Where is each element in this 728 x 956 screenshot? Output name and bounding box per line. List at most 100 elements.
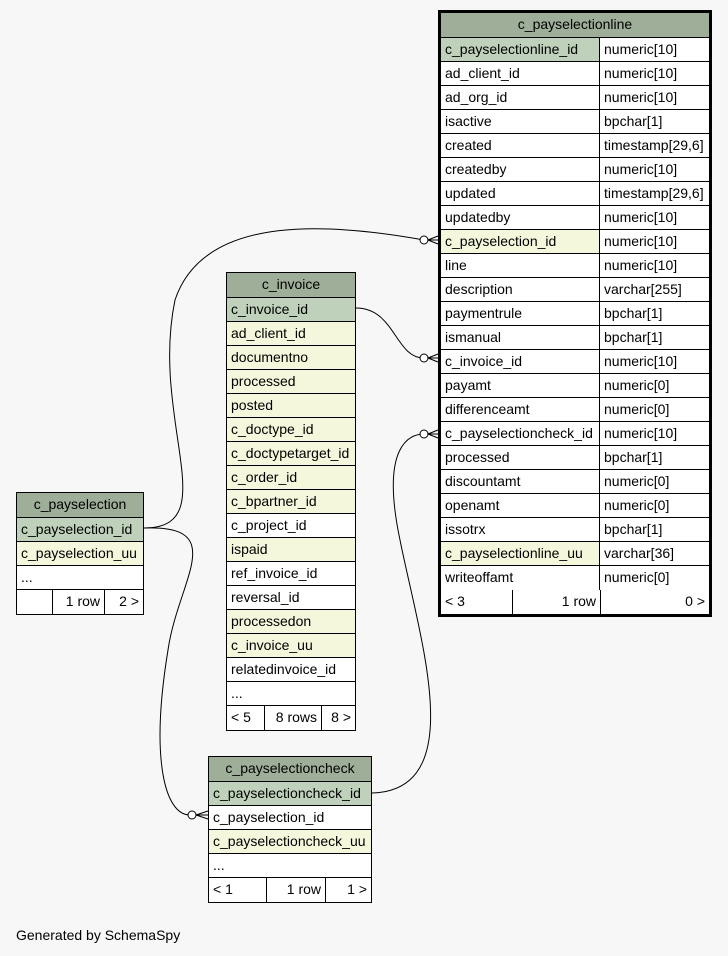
- column-row[interactable]: processed: [227, 370, 355, 394]
- column-row[interactable]: ...: [17, 566, 143, 590]
- column-name: discountamt: [445, 473, 521, 489]
- column-type: numeric[10]: [599, 350, 709, 373]
- column-row[interactable]: posted: [227, 394, 355, 418]
- column-name: c_payselectioncheck_uu: [213, 833, 366, 849]
- edge-end-circle: [187, 810, 197, 820]
- column-row[interactable]: c_doctype_id: [227, 418, 355, 442]
- column-row[interactable]: c_bpartner_id: [227, 490, 355, 514]
- column-row[interactable]: c_project_id: [227, 514, 355, 538]
- column-name: issotrx: [445, 521, 486, 537]
- column-type: numeric[10]: [599, 230, 709, 253]
- parents-count[interactable]: [17, 590, 53, 614]
- column-row[interactable]: processedon: [227, 610, 355, 634]
- column-name: c_invoice_id: [445, 353, 523, 369]
- column-name: reversal_id: [231, 589, 300, 605]
- column-name: differenceamt: [445, 401, 530, 417]
- column-row[interactable]: c_payselection_id: [17, 518, 143, 542]
- column-row[interactable]: discountamt numeric[0]: [441, 470, 709, 494]
- parents-count[interactable]: < 1: [209, 878, 267, 902]
- column-row[interactable]: ...: [227, 682, 355, 706]
- column-name: created: [445, 137, 492, 153]
- row-count: 1 row: [53, 590, 105, 614]
- column-row[interactable]: ispaid: [227, 538, 355, 562]
- table-c_invoice[interactable]: c_invoice c_invoice_id ad_client_id docu…: [226, 272, 356, 731]
- column-row[interactable]: ad_client_id numeric[10]: [441, 62, 709, 86]
- children-count[interactable]: 0 >: [685, 593, 705, 609]
- table-title[interactable]: c_payselectioncheck: [209, 757, 371, 782]
- column-row[interactable]: relatedinvoice_id: [227, 658, 355, 682]
- column-type: numeric[10]: [599, 86, 709, 109]
- column-name: c_payselectionline_uu: [445, 545, 583, 561]
- table-c_payselection[interactable]: c_payselection c_payselection_id c_payse…: [16, 492, 144, 615]
- column-type: varchar[255]: [599, 278, 709, 301]
- column-row[interactable]: c_payselectioncheck_uu: [209, 830, 371, 854]
- table-c_payselectioncheck[interactable]: c_payselectioncheck c_payselectioncheck_…: [208, 756, 372, 903]
- edge-payselectioncheck-to-payselectionline: [371, 433, 432, 794]
- edge-invoice-to-payselectionline: [355, 307, 425, 359]
- column-name: ...: [213, 857, 225, 873]
- column-name: isactive: [445, 113, 492, 129]
- column-name: ...: [21, 569, 33, 585]
- column-name: writeoffamt: [445, 569, 514, 585]
- column-row[interactable]: c_payselection_id: [209, 806, 371, 830]
- table-footer: < 5 8 rows 8 >: [227, 706, 355, 730]
- column-row[interactable]: ref_invoice_id: [227, 562, 355, 586]
- column-row[interactable]: c_invoice_id numeric[10]: [441, 350, 709, 374]
- table-title[interactable]: c_payselectionline: [441, 13, 709, 38]
- children-count[interactable]: 1 >: [347, 881, 367, 897]
- column-row[interactable]: documentno: [227, 346, 355, 370]
- column-row[interactable]: reversal_id: [227, 586, 355, 610]
- column-name: c_doctype_id: [231, 421, 314, 437]
- column-type: numeric[0]: [599, 470, 709, 493]
- column-row[interactable]: c_order_id: [227, 466, 355, 490]
- table-footer: < 3 1 row 0 >: [441, 590, 709, 614]
- table-title[interactable]: c_payselection: [17, 493, 143, 518]
- column-name: ...: [231, 685, 243, 701]
- column-row[interactable]: c_doctypetarget_id: [227, 442, 355, 466]
- table-title[interactable]: c_invoice: [227, 273, 355, 298]
- column-row[interactable]: c_payselection_id numeric[10]: [441, 230, 709, 254]
- column-type: numeric[10]: [599, 254, 709, 277]
- column-type: numeric[10]: [599, 62, 709, 85]
- parents-count[interactable]: < 5: [227, 706, 265, 730]
- column-type: varchar[36]: [599, 542, 709, 565]
- column-row[interactable]: c_payselectionline_uu varchar[36]: [441, 542, 709, 566]
- column-name: processed: [445, 449, 510, 465]
- column-name: ad_client_id: [445, 65, 520, 81]
- column-name: ad_client_id: [231, 325, 306, 341]
- column-row[interactable]: ad_client_id: [227, 322, 355, 346]
- children-count[interactable]: 8 >: [331, 709, 351, 725]
- column-name: c_payselection_uu: [21, 545, 137, 561]
- column-row[interactable]: ...: [209, 854, 371, 878]
- column-row[interactable]: issotrx bpchar[1]: [441, 518, 709, 542]
- column-name: c_payselection_id: [445, 233, 557, 249]
- parents-count[interactable]: < 3: [441, 590, 513, 614]
- column-name: createdby: [445, 161, 507, 177]
- column-row[interactable]: c_invoice_uu: [227, 634, 355, 658]
- column-row[interactable]: c_payselection_uu: [17, 542, 143, 566]
- column-type: bpchar[1]: [599, 326, 709, 349]
- table-c_payselectionline[interactable]: c_payselectionline c_payselectionline_id…: [438, 10, 712, 617]
- column-type: bpchar[1]: [599, 518, 709, 541]
- column-name: c_payselectionline_id: [445, 41, 579, 57]
- children-count[interactable]: 2 >: [119, 593, 139, 609]
- column-row[interactable]: c_invoice_id: [227, 298, 355, 322]
- column-row[interactable]: c_payselectioncheck_id: [209, 782, 371, 806]
